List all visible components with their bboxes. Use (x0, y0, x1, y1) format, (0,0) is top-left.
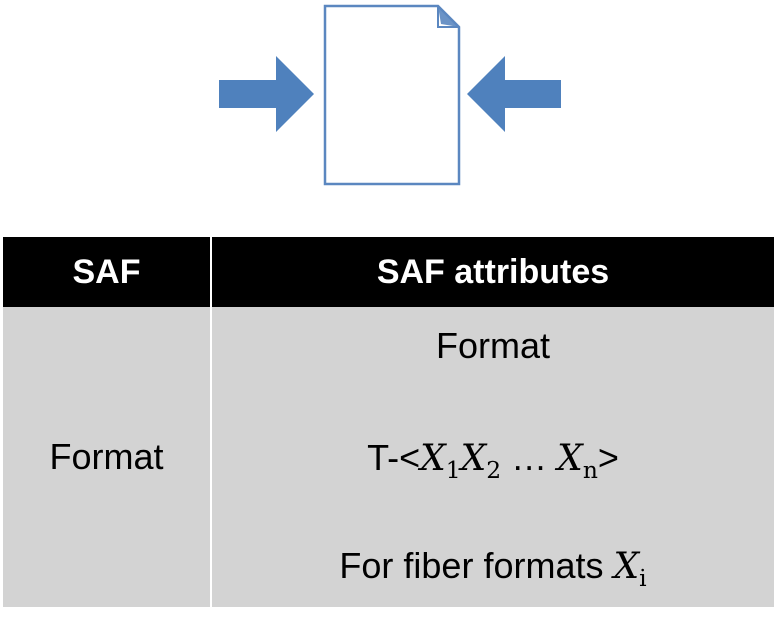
tuple-ellipsis: … (501, 437, 558, 478)
compression-graphic (219, 4, 561, 186)
fiber-xi: Xi (613, 546, 647, 593)
attribute-title: Format (435, 325, 550, 366)
tuple-x2: X2 (460, 438, 502, 485)
fiber-text: For fiber formats (339, 545, 614, 586)
tuple-expression: T-<X1X2 … Xn> (212, 437, 774, 484)
tuple-prefix: T-< (367, 437, 421, 478)
header-saf: SAF (3, 237, 211, 307)
header-saf-attributes: SAF attributes (210, 237, 774, 307)
document-icon (323, 4, 461, 186)
table-row: Format Format T-<X1X2 … Xn> For fiber fo… (3, 307, 774, 607)
tuple-suffix: > (597, 437, 619, 478)
right-pointing-arrow-icon (219, 56, 314, 132)
saf-attributes-cell: Format T-<X1X2 … Xn> For fiber formats X… (210, 307, 774, 607)
tuple-x1: X1 (420, 438, 461, 485)
left-pointing-arrow-icon (467, 56, 561, 132)
fiber-formats-line: For fiber formats Xi (212, 545, 774, 592)
table-header-row: SAF SAF attributes (3, 237, 774, 307)
saf-table: SAF SAF attributes Format Format T-<X1X2… (3, 237, 774, 607)
tuple-xn: Xn (557, 438, 598, 485)
saf-cell: Format (3, 307, 211, 607)
